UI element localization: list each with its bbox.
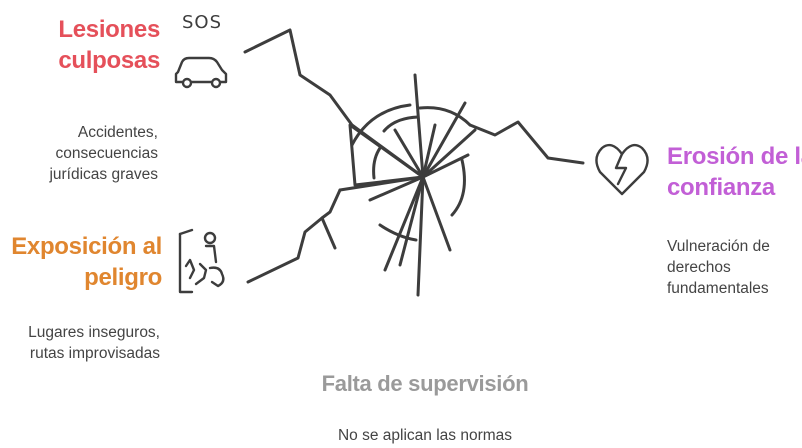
crack-line xyxy=(243,28,425,179)
erosion-title: Erosión de la confianza xyxy=(667,141,802,203)
crack-line xyxy=(383,175,425,272)
crack-line xyxy=(413,73,425,179)
ring-fragment xyxy=(372,146,382,180)
crack-line xyxy=(398,175,425,267)
exposicion-desc-line2: rutas improvisadas xyxy=(29,345,160,362)
crack-line xyxy=(368,175,425,202)
exposicion-title: Exposición al peligro xyxy=(0,231,162,293)
lesiones-title: Lesiones culposas xyxy=(20,14,160,76)
ring-fragment xyxy=(350,103,412,147)
lesiones-title-line2: culposas xyxy=(58,47,160,74)
sos-label: SOS xyxy=(182,12,223,33)
erosion-desc-line1: Vulneración de xyxy=(667,238,770,255)
exposicion-title-line1: Exposición al xyxy=(11,233,162,260)
crack-line xyxy=(421,128,477,179)
erosion-desc-line3: fundamentales xyxy=(667,280,769,297)
lesiones-title-line1: Lesiones xyxy=(58,16,160,43)
erosion-title-line1: Erosión de la xyxy=(667,143,802,170)
broken-heart-icon xyxy=(592,138,652,198)
crack-line xyxy=(393,128,425,179)
ring-fragment xyxy=(450,158,466,217)
exposicion-description: Lugares inseguros, rutas improvisadas xyxy=(0,322,160,364)
crack-line xyxy=(421,153,470,179)
erosion-desc-line2: derechos xyxy=(667,259,731,276)
lesiones-desc-line1: Accidentes, xyxy=(77,124,158,141)
crack-line xyxy=(421,175,452,252)
crack-line xyxy=(421,123,437,179)
crack-line xyxy=(421,101,467,179)
exposicion-title-line2: peligro xyxy=(84,264,162,291)
lesiones-description: Accidentes, consecuencias jurídicas grav… xyxy=(0,122,158,185)
erosion-description: Vulneración de derechos fundamentales xyxy=(667,236,802,299)
crack-line xyxy=(320,216,337,250)
car-sos-icon: SOS xyxy=(170,12,234,96)
lesiones-desc-line3: jurídicas graves xyxy=(49,166,158,183)
crack-line xyxy=(338,175,425,192)
crack-line xyxy=(246,188,342,284)
person-falling-icon xyxy=(176,226,236,296)
ring-fragment xyxy=(382,115,420,133)
lesiones-desc-line2: consecuencias xyxy=(55,145,158,162)
exposicion-desc-line1: Lugares inseguros, xyxy=(28,324,160,341)
crack-line xyxy=(348,123,425,187)
crack-line xyxy=(468,120,585,165)
supervision-title: Falta de supervisión xyxy=(321,371,529,396)
ring-fragment xyxy=(418,106,472,127)
supervision-description: No se aplican las normas xyxy=(337,427,513,444)
crack-line xyxy=(416,175,425,297)
erosion-title-line2: confianza xyxy=(667,174,775,201)
